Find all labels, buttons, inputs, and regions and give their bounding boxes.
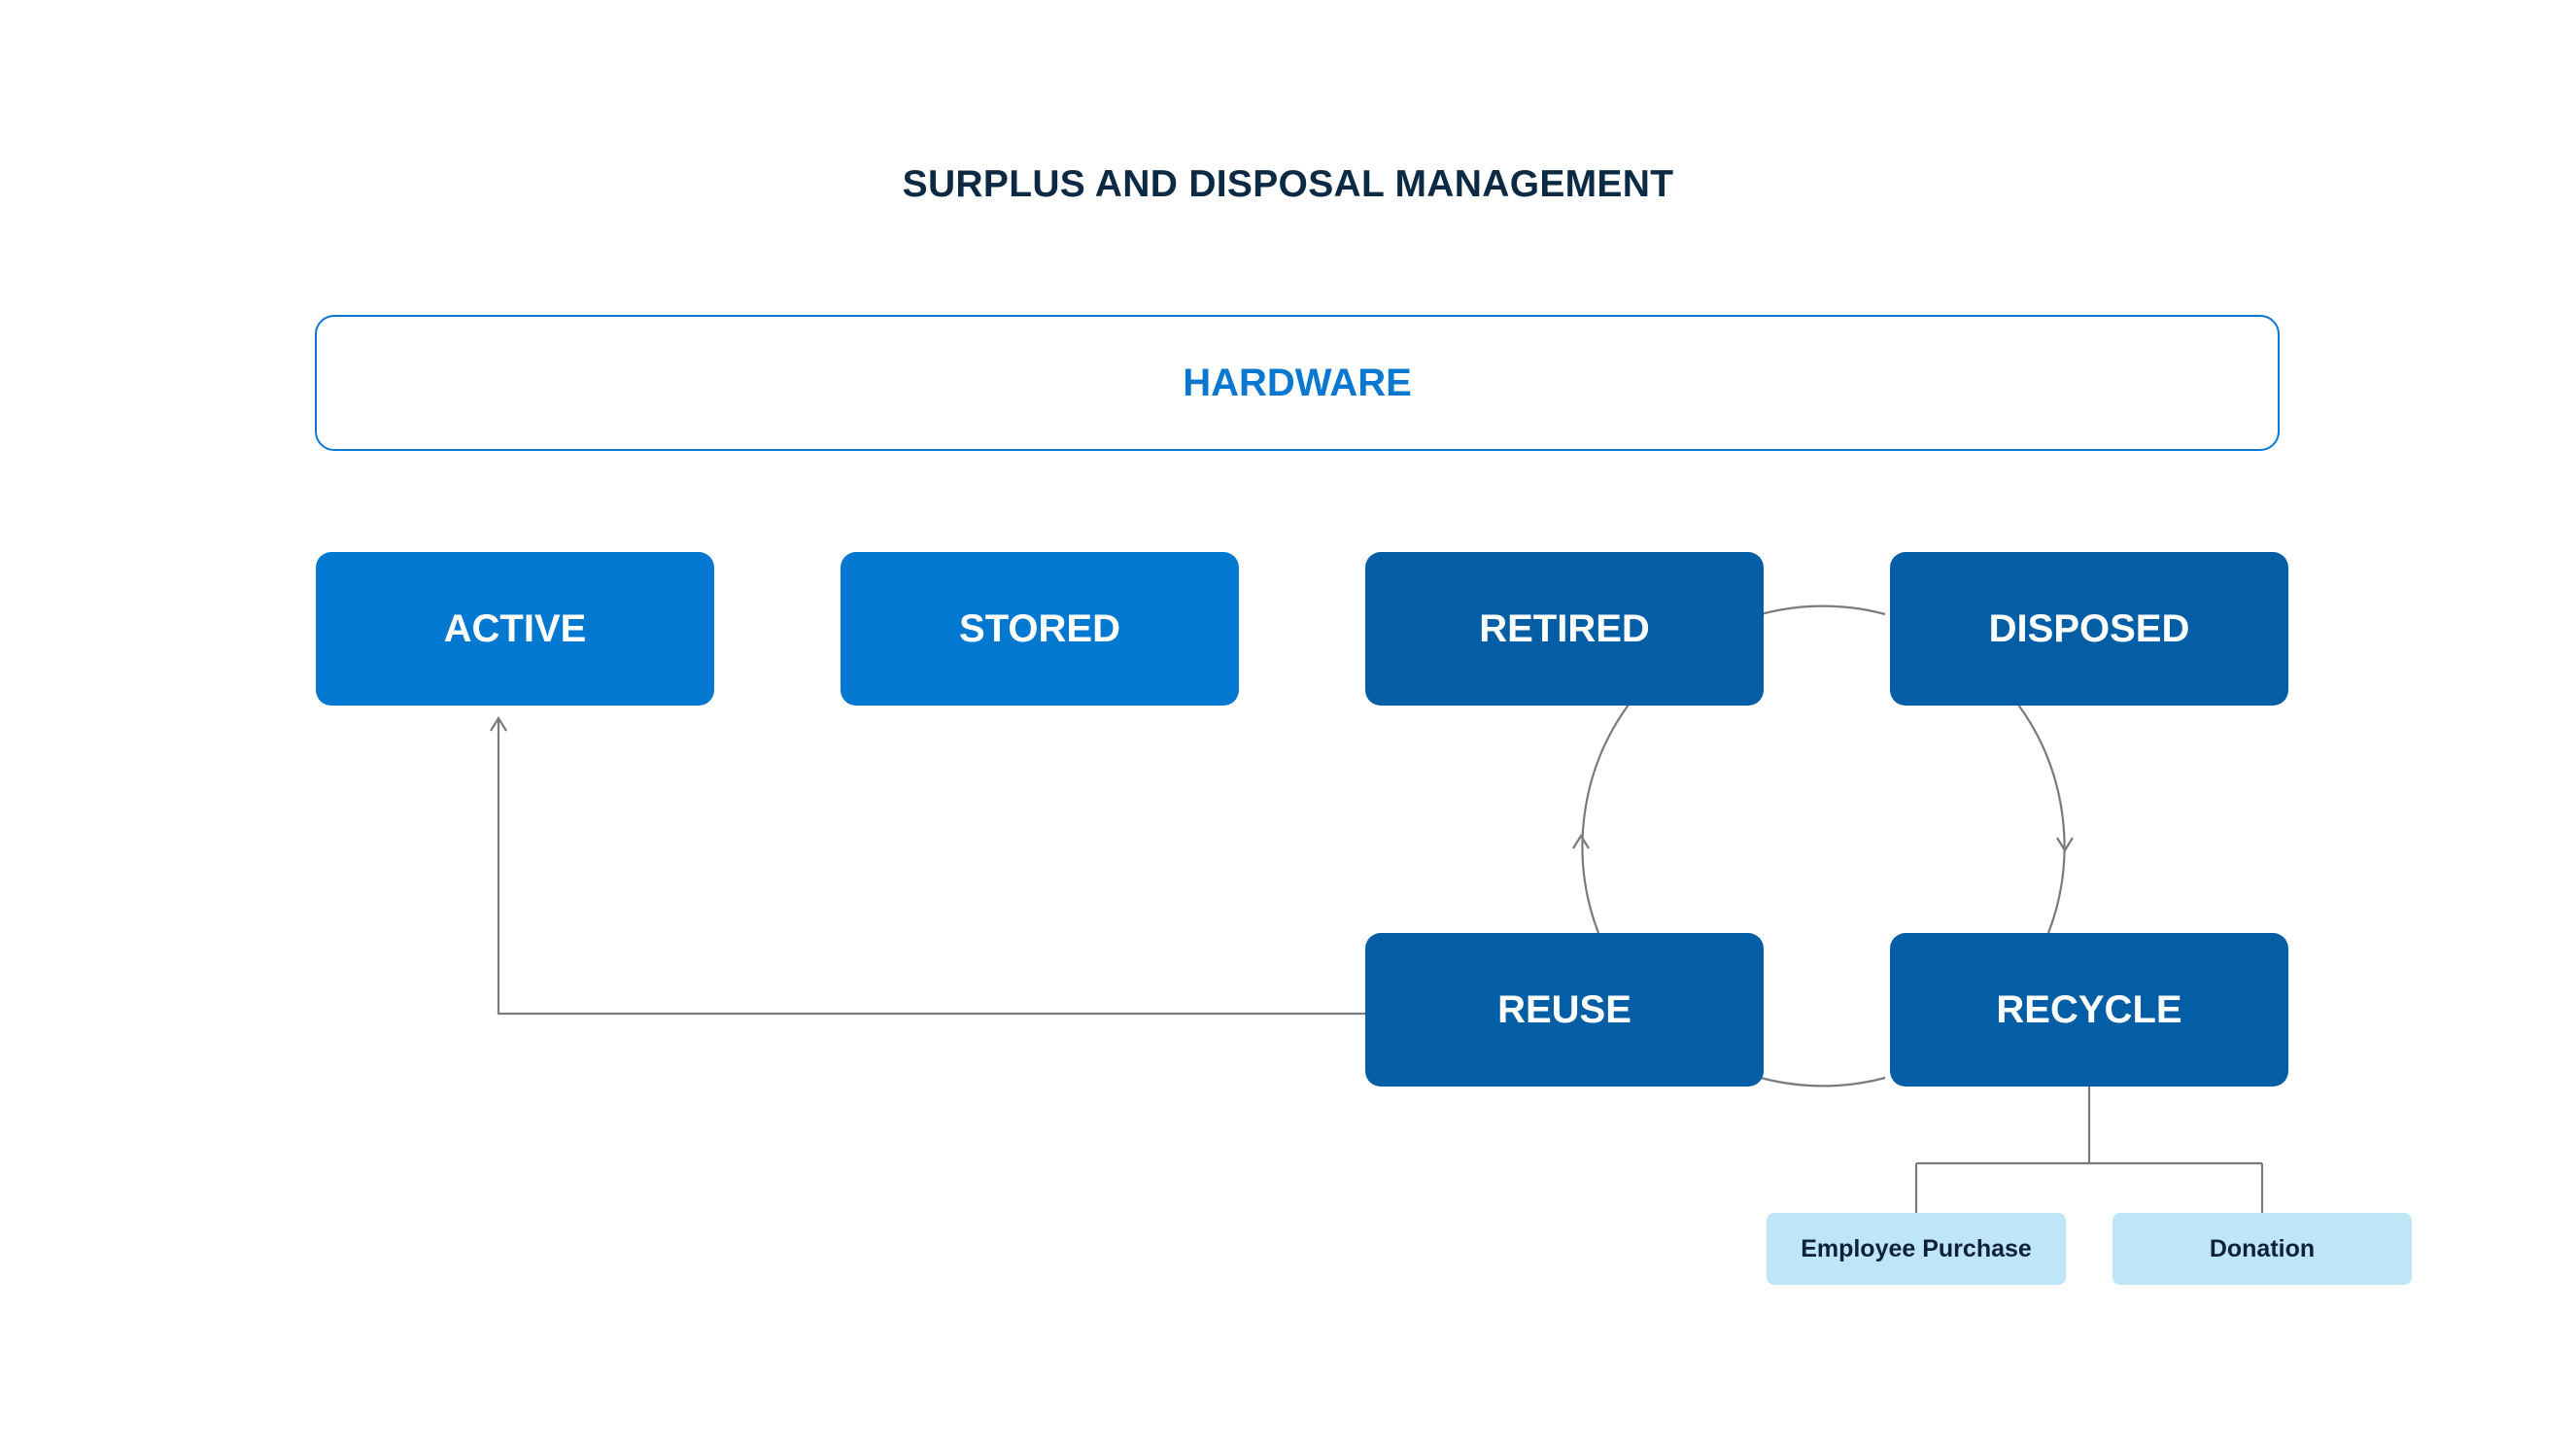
cycle-arc-top xyxy=(1760,604,1886,616)
cycle-arc-right xyxy=(2017,704,2066,934)
diagram-title: SURPLUS AND DISPOSAL MANAGEMENT xyxy=(902,163,1674,205)
hardware-box: HARDWARE xyxy=(315,315,2280,451)
stage-recycle: RECYCLE xyxy=(1890,933,2288,1087)
stage-stored: STORED xyxy=(841,552,1239,706)
active-arrowhead xyxy=(490,715,507,732)
recycle-branch-connector xyxy=(1914,1086,2264,1213)
stage-reuse: REUSE xyxy=(1365,933,1764,1087)
option-employee-purchase: Employee Purchase xyxy=(1767,1213,2066,1285)
arrowhead-right xyxy=(2056,837,2074,853)
stage-active: ACTIVE xyxy=(316,552,714,706)
stage-retired: RETIRED xyxy=(1365,552,1764,706)
cycle-arc-bottom xyxy=(1760,1076,1886,1088)
stage-disposed: DISPOSED xyxy=(1890,552,2288,706)
option-donation: Donation xyxy=(2112,1213,2412,1285)
cycle-arc-left xyxy=(1581,704,1630,934)
reuse-to-active-connector xyxy=(497,719,1365,1016)
arrowhead-left xyxy=(1572,833,1590,849)
